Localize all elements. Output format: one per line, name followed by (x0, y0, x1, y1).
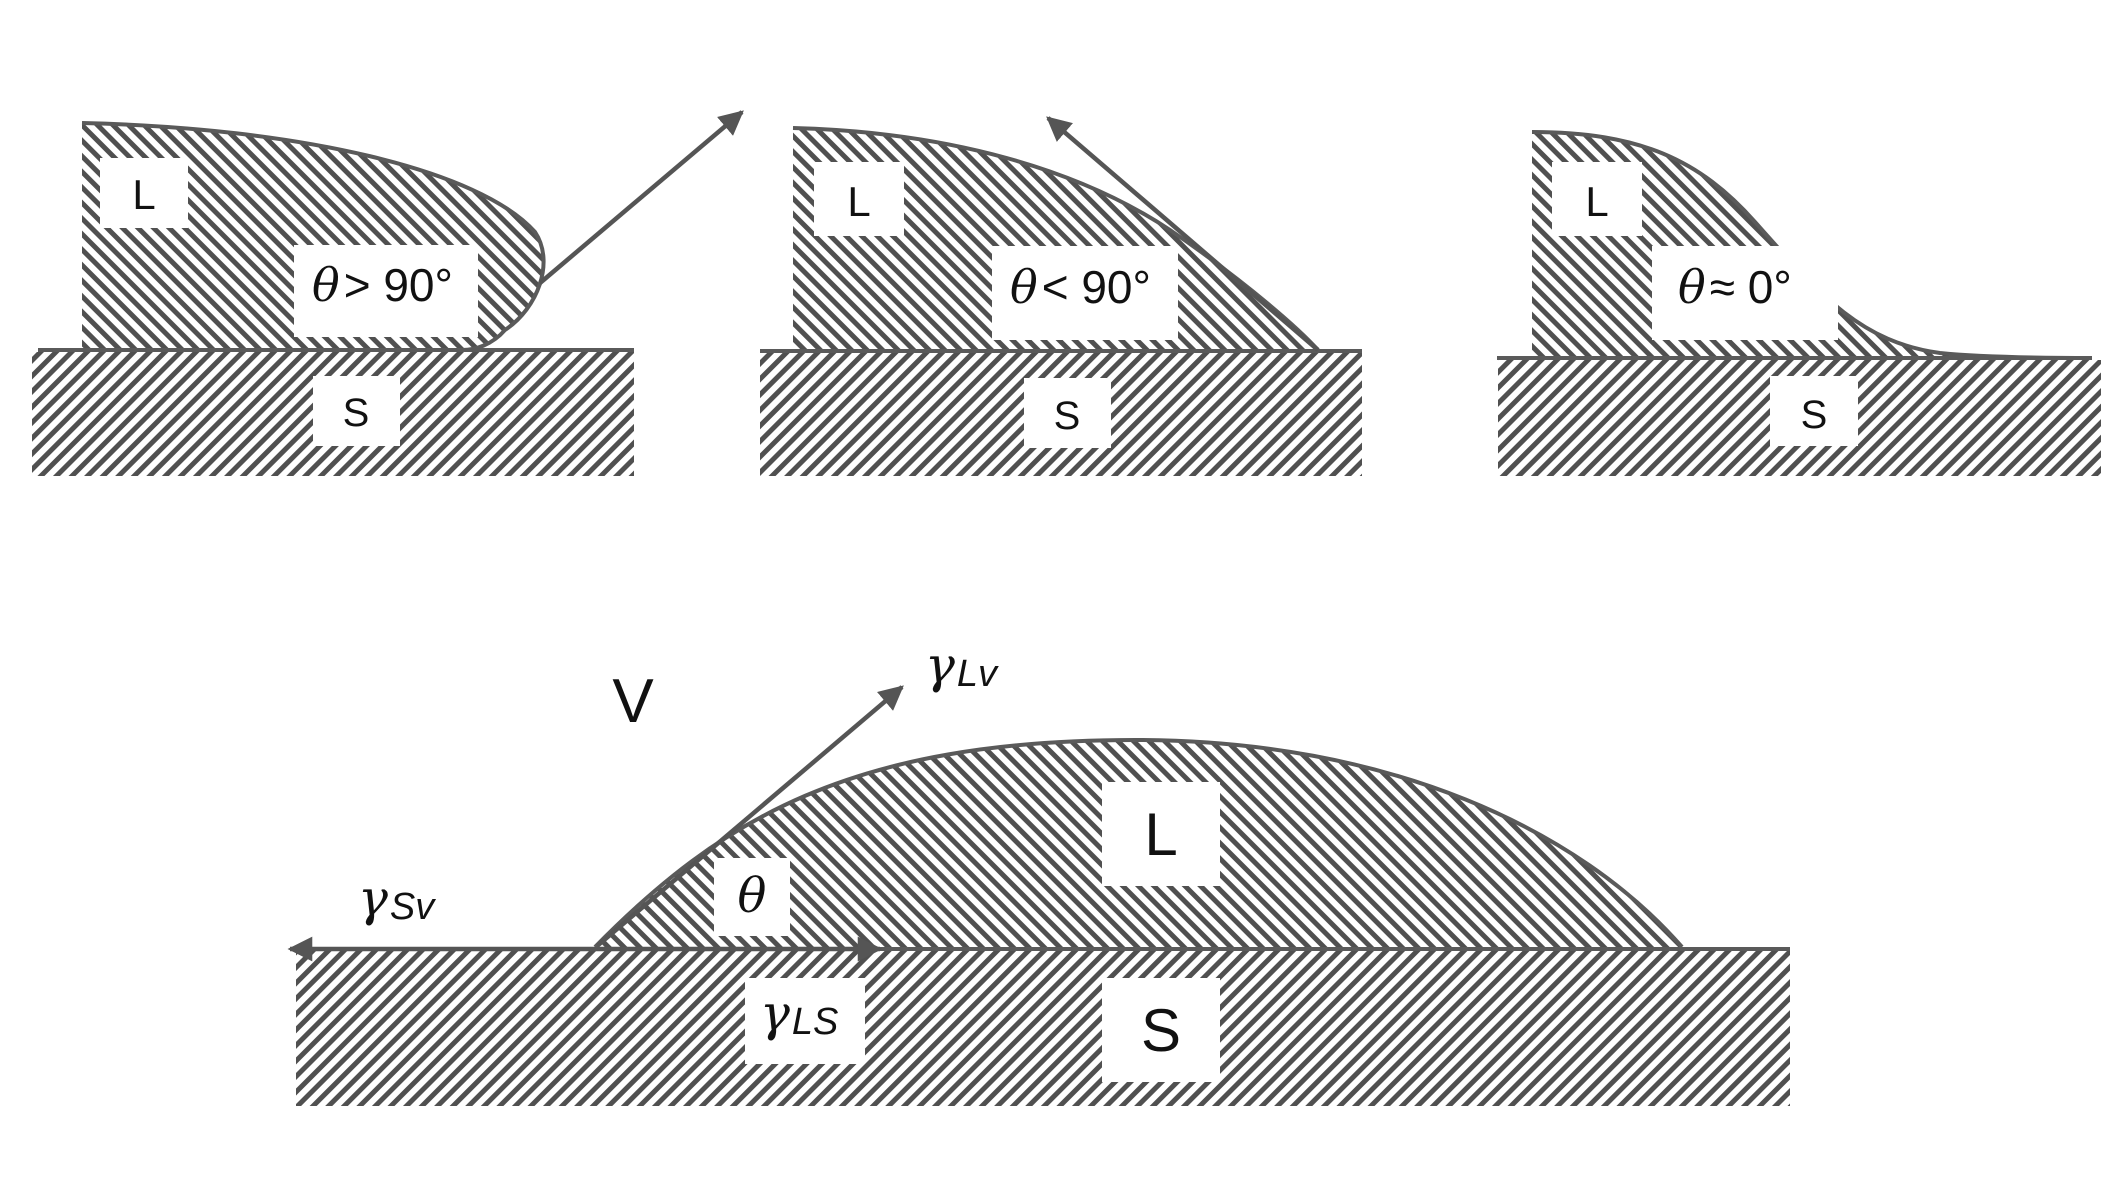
solid-label-box (1102, 978, 1220, 1082)
solid-label: S (1801, 393, 1828, 437)
solid-substrate (296, 950, 1790, 1106)
young-equation-diagram: V γLv γSv θ L γLS S (287, 636, 1790, 1106)
panel-acute-angle: L θ< 90° S (760, 116, 1362, 476)
drop-outline (792, 126, 1320, 352)
gamma-lv-label: γLv (925, 636, 999, 695)
panel-obtuse-angle: L θ> 90° S (32, 110, 744, 476)
angle-label: θ≈ 0° (1678, 260, 1792, 314)
tangent-arrow (538, 110, 744, 285)
angle-label: θ> 90° (312, 258, 453, 312)
liquid-drop (793, 128, 1318, 350)
liquid-label: L (1585, 178, 1608, 225)
solid-label-box (313, 376, 400, 446)
gamma-ls-label-box (745, 978, 865, 1064)
liquid-label-box (814, 162, 904, 236)
angle-label-box (992, 246, 1178, 340)
solid-label-box (1024, 378, 1111, 448)
theta-label-box (714, 858, 790, 936)
gamma-sv-label: γSv (358, 869, 436, 928)
solid-label: S (1054, 394, 1081, 438)
angle-label: θ< 90° (1010, 260, 1151, 314)
drop-outline (81, 121, 546, 352)
liquid-label: L (132, 171, 155, 218)
tangent-arrow (1046, 116, 1320, 352)
angle-label-box (1652, 246, 1838, 340)
theta-label: θ (738, 868, 767, 924)
liquid-label: L (847, 178, 870, 225)
solid-label-box (1770, 376, 1858, 446)
gamma-lv-arrow (595, 685, 904, 948)
gamma-ls-label: γLS (760, 984, 838, 1043)
solid-label: S (343, 391, 370, 435)
liquid-label-box (1552, 162, 1642, 236)
liquid-label-box (100, 158, 188, 228)
angle-label-box (294, 245, 478, 337)
liquid-label: L (1144, 801, 1177, 868)
vapor-label: V (612, 667, 654, 736)
solid-label: S (1141, 997, 1181, 1064)
liquid-label-box (1102, 782, 1220, 886)
panel-zero-angle: L θ≈ 0° S (1497, 130, 2101, 476)
